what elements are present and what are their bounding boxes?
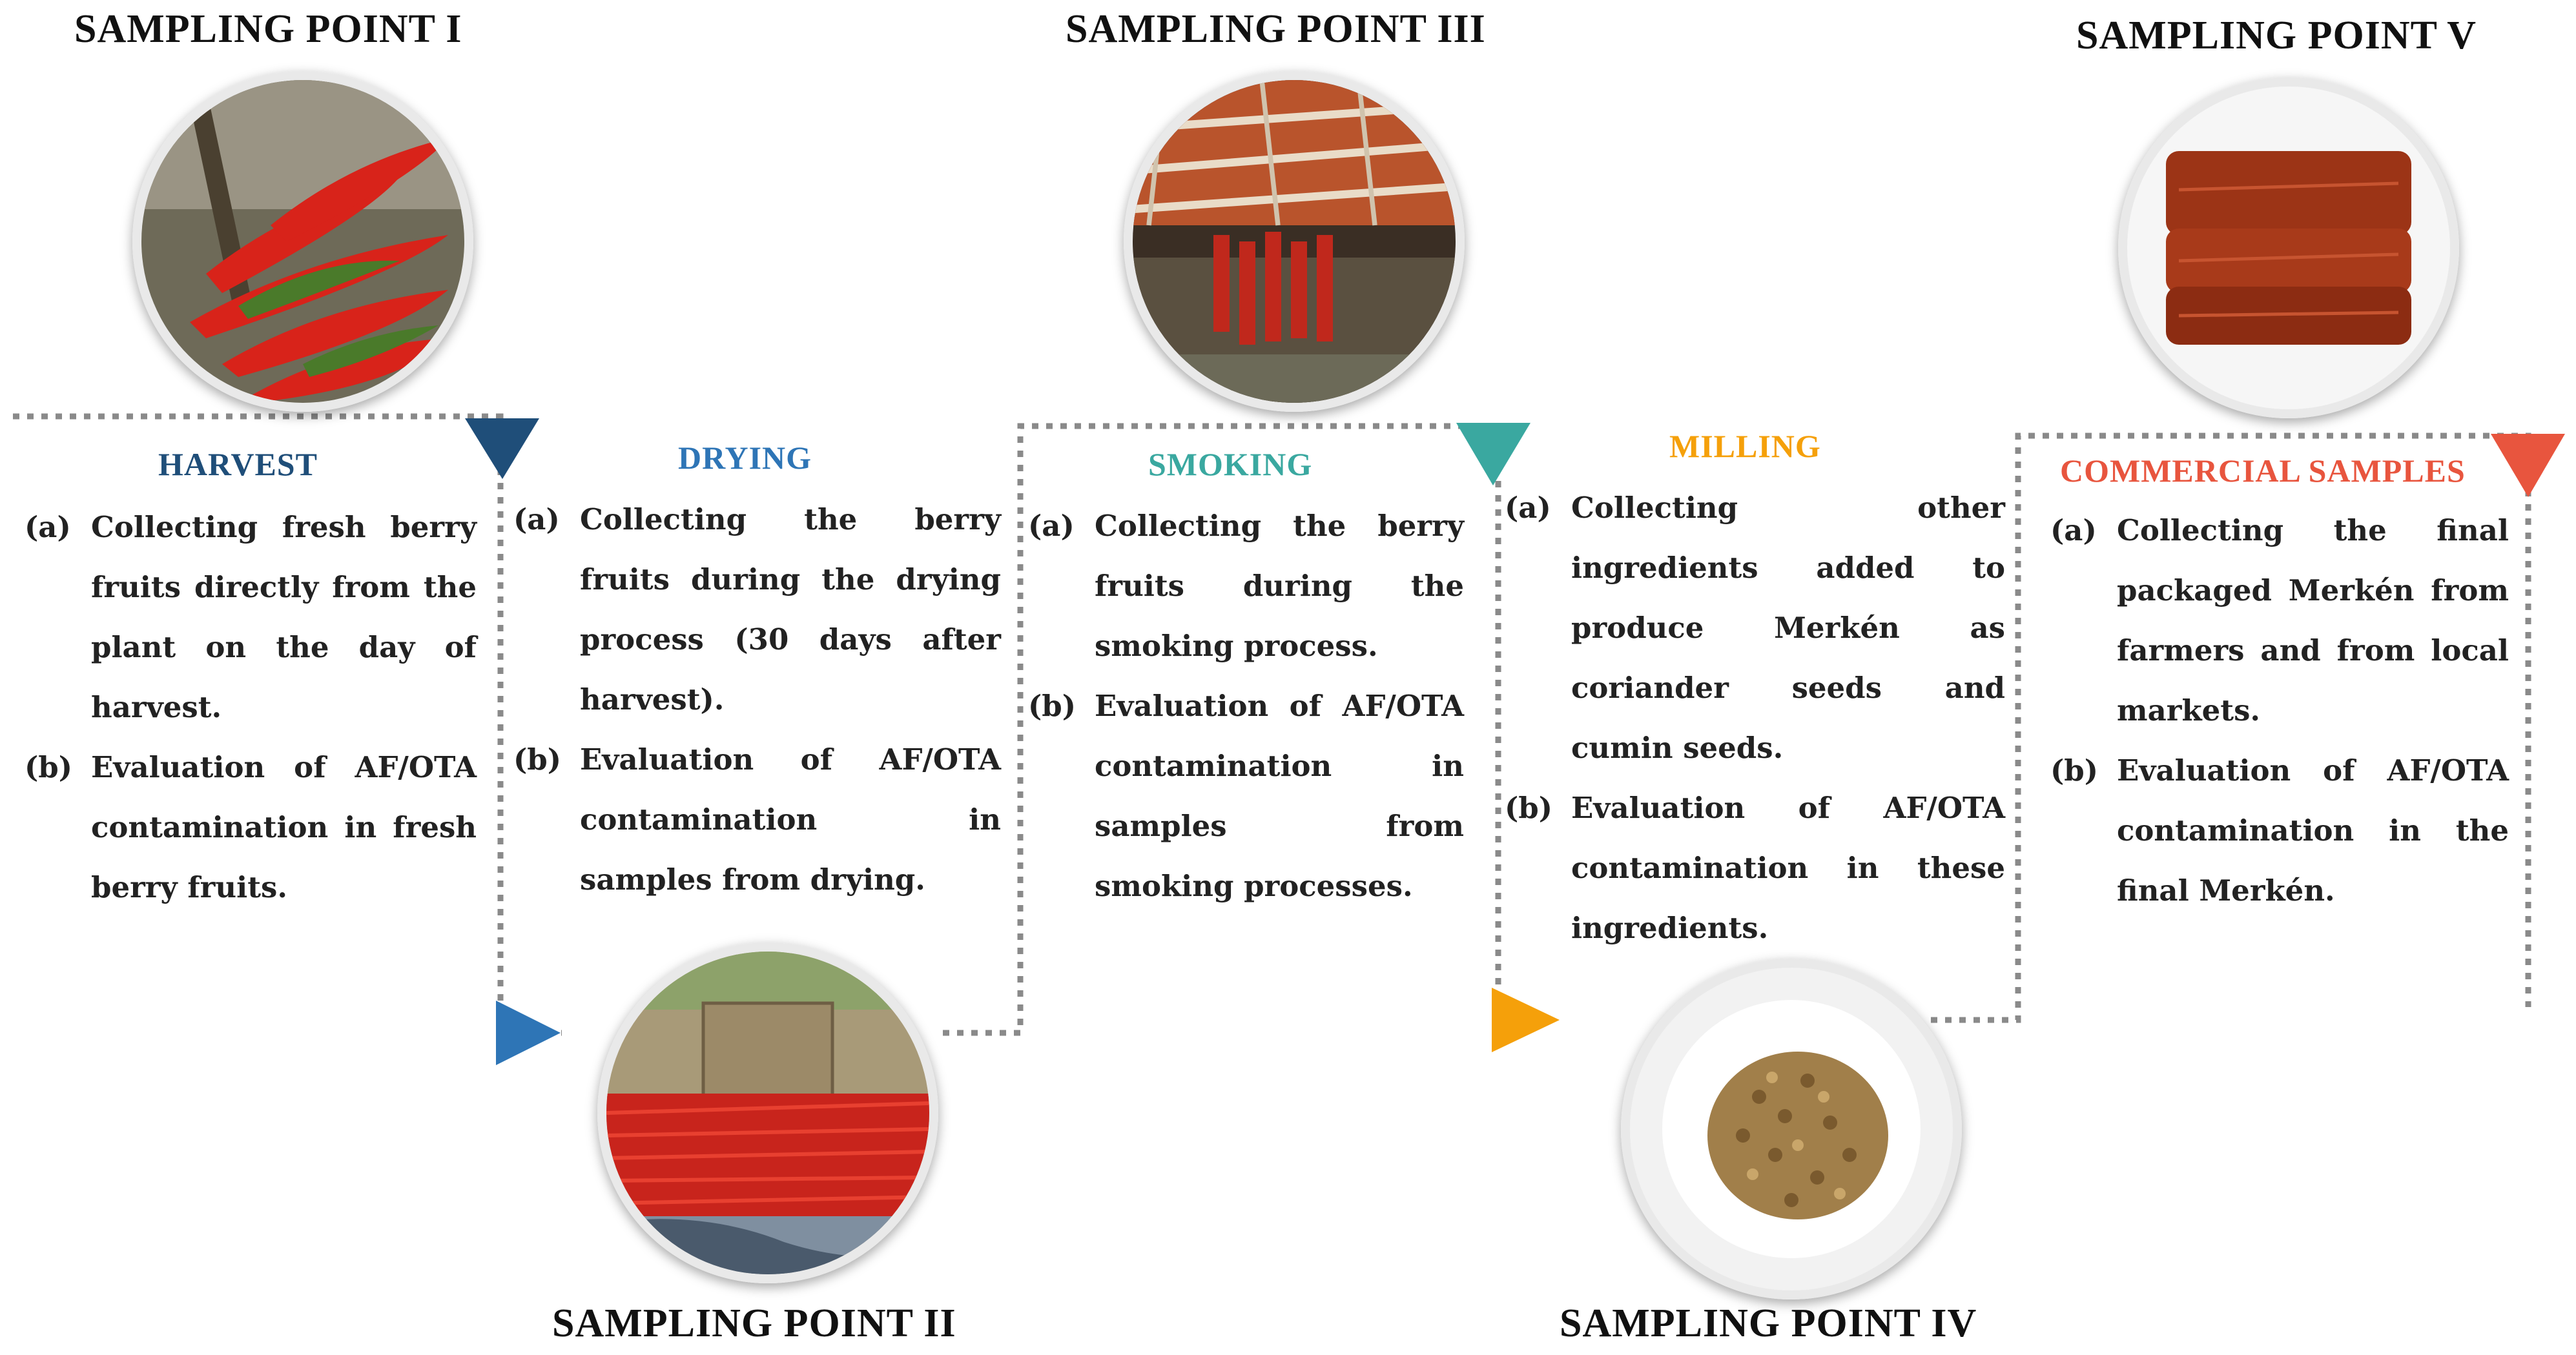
smoking-step-b: (b) Evaluation of AF/OTA contamination i… bbox=[1028, 676, 1464, 916]
photo-coriander-seeds bbox=[1621, 959, 1962, 1299]
smoking-arrow bbox=[1456, 423, 1530, 485]
smoking-step-a: (a) Collecting the berry fruits during t… bbox=[1028, 496, 1464, 676]
step-text: Collecting fresh berry fruits directly f… bbox=[91, 510, 477, 724]
step-text: Evaluation of AF/OTA contamination in sa… bbox=[1095, 689, 1464, 903]
connector-milling-commercial bbox=[1931, 433, 2531, 1023]
sampling-point-4-title: SAMPLING POINT IV bbox=[1560, 1301, 1977, 1345]
sampling-point-3-title: SAMPLING POINT III bbox=[1066, 7, 1486, 51]
commercial-step-b: (b) Evaluation of AF/OTA contamination i… bbox=[2050, 740, 2509, 921]
step-text: Collecting other ingredients added to pr… bbox=[1571, 491, 2005, 765]
harvest-steps: (a) Collecting fresh berry fruits direct… bbox=[25, 497, 477, 917]
commercial-steps: (a) Collecting the final packaged Merkén… bbox=[2050, 500, 2509, 921]
step-label: (b) bbox=[2050, 753, 2099, 788]
step-text: Collecting the final packaged Merkén fro… bbox=[2117, 513, 2509, 728]
smoking-heading: SMOKING bbox=[1148, 446, 1313, 482]
drying-step-b: (b) Evaluation of AF/OTA contamination i… bbox=[513, 729, 1001, 910]
step-label: (b) bbox=[25, 750, 73, 784]
step-text: Evaluation of AF/OTA contamination in th… bbox=[2117, 753, 2509, 908]
photo-drying-peppers bbox=[597, 942, 938, 1283]
step-label: (b) bbox=[1028, 689, 1077, 723]
connector-harvest-drying bbox=[13, 413, 562, 1036]
step-label: (a) bbox=[2050, 513, 2097, 547]
sampling-point-5-title: SAMPLING POINT V bbox=[2076, 14, 2477, 57]
step-label: (a) bbox=[513, 502, 560, 536]
harvest-step-b: (b) Evaluation of AF/OTA contamination i… bbox=[25, 737, 477, 917]
step-text: Evaluation of AF/OTA contamination in fr… bbox=[91, 750, 477, 904]
photo-smoking-peppers bbox=[1124, 71, 1465, 412]
drying-steps: (a) Collecting the berry fruits during t… bbox=[513, 489, 1001, 910]
harvest-step-a: (a) Collecting fresh berry fruits direct… bbox=[25, 497, 477, 737]
step-label: (a) bbox=[1505, 491, 1551, 525]
step-label: (a) bbox=[25, 510, 71, 544]
photo-packaged-merken bbox=[2118, 77, 2459, 418]
milling-steps: (a) Collecting other ingredients added t… bbox=[1505, 478, 2005, 958]
step-text: Collecting the berry fruits during the d… bbox=[580, 502, 1001, 717]
step-label: (b) bbox=[513, 742, 562, 777]
harvest-arrow bbox=[465, 418, 539, 479]
commercial-step-a: (a) Collecting the final packaged Merkén… bbox=[2050, 500, 2509, 740]
step-label: (b) bbox=[1505, 791, 1553, 825]
connector-drying-smoking bbox=[943, 423, 1479, 1036]
step-text: Evaluation of AF/OTA contamination in sa… bbox=[580, 742, 1001, 897]
step-label: (a) bbox=[1028, 509, 1075, 543]
milling-arrow bbox=[1492, 988, 1560, 1052]
commercial-arrow bbox=[2491, 434, 2565, 497]
sampling-point-1-title: SAMPLING POINT I bbox=[74, 7, 462, 51]
drying-step-a: (a) Collecting the berry fruits during t… bbox=[513, 489, 1001, 729]
milling-step-a: (a) Collecting other ingredients added t… bbox=[1505, 478, 2005, 778]
sampling-point-2-title: SAMPLING POINT II bbox=[552, 1301, 956, 1345]
drying-heading: DRYING bbox=[678, 440, 812, 476]
harvest-heading: HARVEST bbox=[158, 446, 318, 482]
step-text: Collecting the berry fruits during the s… bbox=[1095, 509, 1464, 663]
smoking-steps: (a) Collecting the berry fruits during t… bbox=[1028, 496, 1464, 916]
milling-step-b: (b) Evaluation of AF/OTA contamination i… bbox=[1505, 778, 2005, 958]
step-text: Evaluation of AF/OTA contamination in th… bbox=[1571, 791, 2005, 945]
milling-heading: MILLING bbox=[1669, 428, 1821, 464]
photo-fresh-peppers bbox=[132, 71, 473, 412]
drying-arrow bbox=[496, 1001, 561, 1065]
commercial-heading: COMMERCIAL SAMPLES bbox=[2060, 453, 2466, 489]
